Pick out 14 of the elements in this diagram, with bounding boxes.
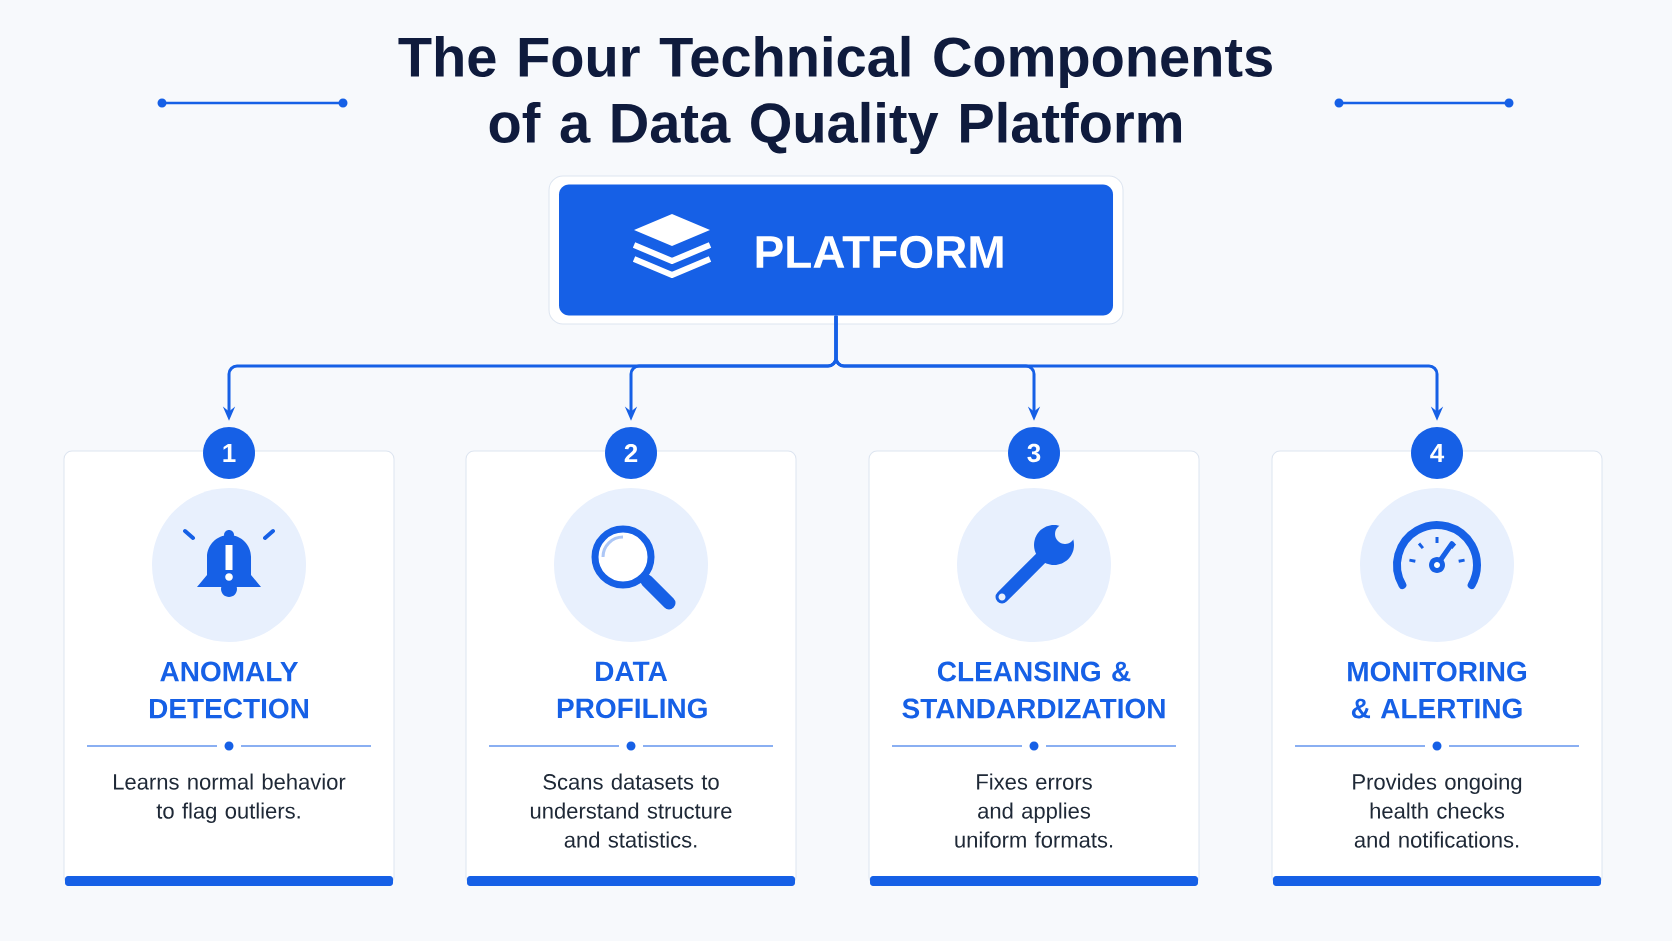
description: Fixes errors and applies uniform formats.	[955, 773, 1113, 848]
description: Provides ongoing health checks and notifications.	[1353, 773, 1522, 848]
platform-box: PLATFORM	[548, 175, 1124, 325]
heading: ANOMALY DETECTION	[150, 661, 308, 719]
description: Learns normal behavior to flag outliers.	[114, 773, 346, 824]
heading: DATA PROFILING	[557, 661, 707, 719]
description: Scans datasets to understand structure and statistics.	[530, 773, 732, 848]
number-badge: 2	[605, 427, 657, 479]
heading: MONITORING & ALERTING	[1348, 661, 1526, 719]
heading: CLEANSING & STANDARDIZATION	[902, 661, 1165, 719]
number-badge: 4	[1411, 427, 1463, 479]
number-badge: 3	[1008, 427, 1060, 479]
title: The Four Technical Components of a Data Quality Platform	[398, 35, 1272, 155]
number-badge: 1	[203, 427, 255, 479]
